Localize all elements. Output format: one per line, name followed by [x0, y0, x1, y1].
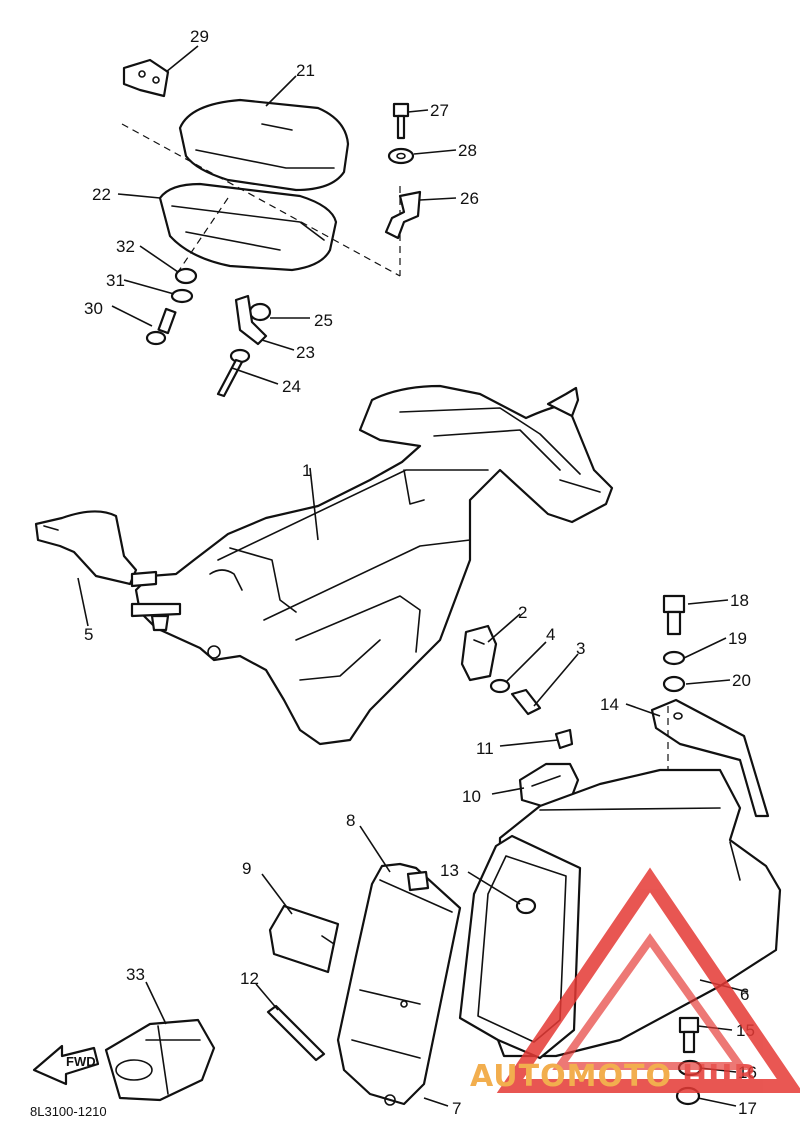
part-1-frame [134, 384, 614, 746]
callout-19: 19 [728, 629, 747, 648]
callout-2: 2 [518, 603, 527, 622]
part-15-bolt [678, 1016, 700, 1054]
callout-21: 21 [296, 61, 315, 80]
align-line-lower [177, 197, 229, 273]
callout-9: 9 [242, 859, 251, 878]
callout-3: 3 [576, 639, 585, 658]
part-28-washer [387, 147, 415, 165]
watermark-logo: AUTOMOTO HUB [470, 867, 800, 1094]
part-12-rod [266, 1004, 326, 1062]
part-8-lid [336, 862, 462, 1106]
part-32-grommet [174, 267, 198, 285]
callout-5: 5 [84, 625, 93, 644]
callout-12: 12 [240, 969, 259, 988]
part-3-bolt [510, 688, 542, 716]
callout-31: 31 [106, 271, 125, 290]
callout-26: 26 [460, 189, 479, 208]
callout-14: 14 [600, 695, 619, 714]
callout-17: 17 [738, 1099, 757, 1118]
part-21-cover [178, 98, 350, 192]
callout-11: 11 [476, 739, 494, 758]
part-4-washer [489, 678, 511, 694]
callout-6: 6 [740, 985, 749, 1004]
callout-30: 30 [84, 299, 103, 318]
callout-10: 10 [462, 787, 481, 806]
part-30-screw [145, 307, 177, 346]
callout-25: 25 [314, 311, 333, 330]
callout-29: 29 [190, 27, 209, 46]
fwd-arrow-label: FWD [66, 1054, 96, 1069]
part-33-pouch [104, 1018, 216, 1102]
diagram-code: 8L3100-1210 [30, 1104, 107, 1119]
part-13-panel-frame [458, 834, 582, 1060]
part-23-stay [234, 294, 268, 346]
callout-1: 1 [302, 461, 311, 480]
part-27-bolt [392, 102, 410, 140]
part-5-bracket [34, 510, 182, 632]
part-19-washer [662, 650, 686, 666]
callout-24: 24 [282, 377, 301, 396]
callout-27: 27 [430, 101, 449, 120]
align-line-upper [121, 123, 401, 277]
callout-4: 4 [546, 625, 555, 644]
part-25-grommet [248, 302, 272, 322]
part-18-bolt [662, 594, 686, 636]
part-10-clamp [518, 762, 580, 808]
callout-32: 32 [116, 237, 135, 256]
callout-8: 8 [346, 811, 355, 830]
watermark-text-a: AUTOMOTO [470, 1059, 672, 1094]
callout-28: 28 [458, 141, 477, 160]
part-2-bracket [460, 624, 498, 682]
callout-20: 20 [732, 671, 751, 690]
part-26-clip [384, 190, 422, 240]
watermark-text-b: HUB [682, 1059, 757, 1094]
callout-18: 18 [730, 591, 749, 610]
part-11-screw [554, 728, 574, 750]
part-22-base [158, 182, 338, 272]
callout-13: 13 [440, 861, 459, 880]
callout-23: 23 [296, 343, 315, 362]
callout-22: 22 [92, 185, 111, 204]
callout-labels: 29 21 27 28 22 26 32 31 30 25 23 24 1 5 … [84, 27, 757, 1118]
part-9-plate [268, 904, 340, 974]
callout-7: 7 [452, 1099, 461, 1118]
part-29-bracket [122, 58, 170, 98]
part-20-nut [662, 675, 686, 693]
part-31-washer [170, 288, 194, 304]
fwd-arrow-icon: FWD [32, 1044, 100, 1086]
callout-33: 33 [126, 965, 145, 984]
part-14-bracket [650, 698, 770, 818]
